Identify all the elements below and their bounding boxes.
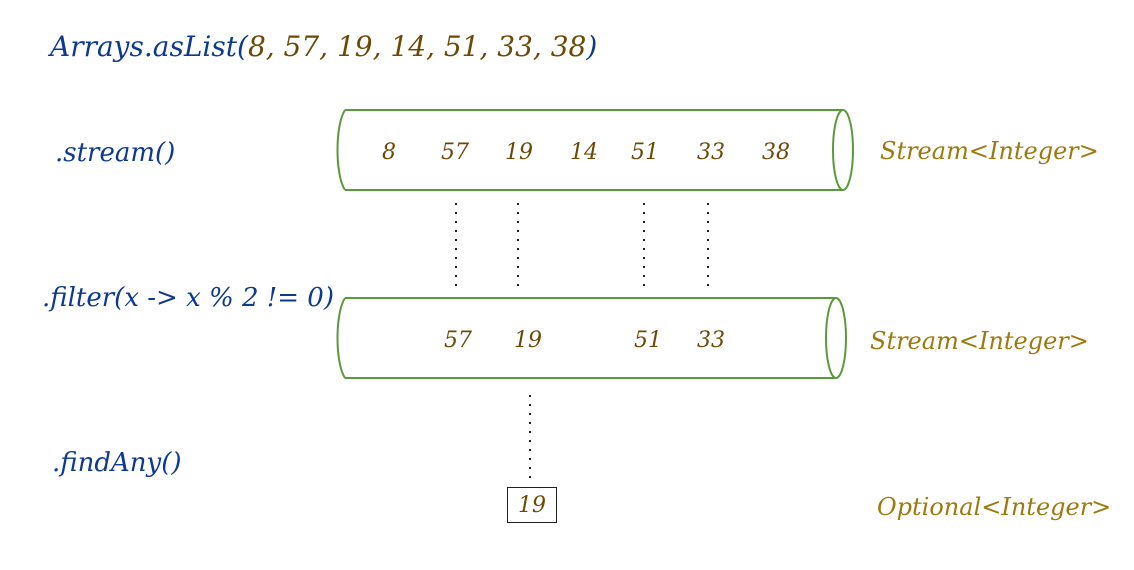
filtered-stream-type-label: Stream<Integer> xyxy=(870,327,1089,355)
stream-pipe xyxy=(336,109,854,191)
stream-value: 19 xyxy=(505,140,533,165)
filter-operation: .filter(x -> x % 2 != 0) xyxy=(42,283,334,313)
result-box: 19 xyxy=(507,487,557,523)
source-args: 8, 57, 19, 14, 51, 33, 38 xyxy=(247,30,587,63)
dotted-connectors xyxy=(455,203,709,482)
stream-value: 8 xyxy=(382,140,396,165)
filtered-value: 51 xyxy=(634,328,662,353)
stream-type-label: Stream<Integer> xyxy=(880,137,1099,165)
stream-value: 14 xyxy=(570,140,598,165)
stream-value: 33 xyxy=(697,140,725,165)
optional-type-label: Optional<Integer> xyxy=(877,493,1112,521)
stream-value: 57 xyxy=(441,140,469,165)
filtered-value: 33 xyxy=(697,328,725,353)
source-prefix: Arrays.asList( xyxy=(50,30,248,63)
stream-value: 51 xyxy=(631,140,659,165)
result-value: 19 xyxy=(518,492,546,518)
filtered-value: 19 xyxy=(514,328,542,353)
source-expression: Arrays.asList(8, 57, 19, 14, 51, 33, 38) xyxy=(50,30,597,63)
source-suffix: ) xyxy=(586,30,598,63)
filtered-value: 57 xyxy=(444,328,472,353)
stream-value: 38 xyxy=(762,140,790,165)
find-any-operation: .findAny() xyxy=(52,448,182,478)
stream-operation: .stream() xyxy=(55,138,176,168)
filter-pipe xyxy=(336,297,847,379)
